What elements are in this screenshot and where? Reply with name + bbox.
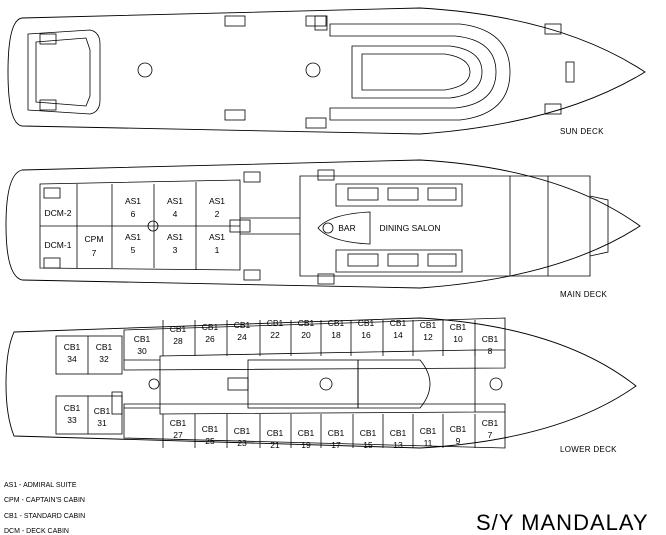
main-deck: DCM-2 DCM-1 CPM 7 AS16AS14AS12AS15AS13AS… bbox=[5, 159, 641, 299]
cabin-code: CB1 bbox=[420, 426, 437, 436]
cabin-code: CB1 bbox=[450, 322, 467, 332]
suite-code: AS1 bbox=[125, 232, 141, 242]
cabin-code: CB1 bbox=[482, 418, 499, 428]
sun-deck: SUN DECK bbox=[7, 7, 646, 136]
cabin-number: 33 bbox=[67, 415, 77, 425]
suite-number: 1 bbox=[215, 245, 220, 255]
cabin-number: 16 bbox=[361, 330, 371, 340]
cabin-code: CB1 bbox=[202, 322, 219, 332]
suite-code: AS1 bbox=[167, 196, 183, 206]
lower-bottom-cabin-row: CB1 27 CB1 25 CB1 23 CB1 21 CB1 19 CB1 17 CB1 15 CB1 13… bbox=[162, 414, 499, 450]
cabin-number: 25 bbox=[205, 436, 215, 446]
cabin-code: CB1 bbox=[170, 418, 187, 428]
cabin-number: 26 bbox=[205, 334, 215, 344]
cabin-number: 20 bbox=[301, 330, 311, 340]
suite-code: AS1 bbox=[209, 232, 225, 242]
legend-item: AS1 - ADMIRAL SUITE bbox=[4, 482, 77, 489]
sun-stairs bbox=[39, 15, 575, 129]
legend: AS1 - ADMIRAL SUITE CPM - CAPTAIN'S CABI… bbox=[4, 482, 85, 535]
room-dcm1: DCM-1 bbox=[45, 240, 72, 250]
lower-deck-label: LOWER DECK bbox=[560, 445, 617, 454]
cabin-number: 28 bbox=[173, 336, 183, 346]
suite-code: AS1 bbox=[167, 232, 183, 242]
cabin-number: 23 bbox=[237, 438, 247, 448]
suite-number: 3 bbox=[173, 245, 178, 255]
main-deck-hull bbox=[5, 159, 641, 289]
cabin-code: CB1 bbox=[64, 342, 81, 352]
cabin-code: CB1 bbox=[64, 403, 81, 413]
sun-deck-label: SUN DECK bbox=[560, 127, 604, 136]
sun-mast-aft bbox=[137, 62, 153, 78]
cabin-number: 7 bbox=[488, 430, 493, 440]
suite-code: AS1 bbox=[125, 196, 141, 206]
cabin-code: CB1 bbox=[94, 406, 111, 416]
room-bar: BAR bbox=[338, 223, 355, 233]
main-deck-label: MAIN DECK bbox=[560, 290, 608, 299]
cabin-number: 32 bbox=[99, 354, 109, 364]
lower-deck-hull bbox=[5, 317, 637, 449]
cabin-code: CB1 bbox=[390, 318, 407, 328]
cabin-number: 8 bbox=[488, 346, 493, 356]
cabin-number: 9 bbox=[456, 436, 461, 446]
room-cpm-no: 7 bbox=[92, 248, 97, 258]
legend-item: DCM - DECK CABIN bbox=[4, 528, 69, 535]
cabin-number: 15 bbox=[363, 440, 373, 450]
room-cpm: CPM bbox=[85, 234, 104, 244]
cabin-number: 31 bbox=[97, 418, 107, 428]
cabin-code: CB1 bbox=[328, 428, 345, 438]
cabin-number: 24 bbox=[237, 332, 247, 342]
cabin-code: CB1 bbox=[267, 428, 284, 438]
cabin-code: CB1 bbox=[96, 342, 113, 352]
cabin-code: CB1 bbox=[267, 318, 284, 328]
cabin-number: 34 bbox=[67, 354, 77, 364]
cabin-code: CB1 bbox=[134, 334, 151, 344]
cabin-code: CB1 bbox=[202, 424, 219, 434]
suite-number: 2 bbox=[215, 209, 220, 219]
cabin-code: CB1 bbox=[298, 428, 315, 438]
bar-counter bbox=[317, 211, 371, 245]
cabin-number: 19 bbox=[301, 440, 311, 450]
cabin-code: CB1 bbox=[234, 320, 251, 330]
cabin-number: 30 bbox=[137, 346, 147, 356]
vessel-title: S/Y MANDALAY bbox=[476, 510, 649, 535]
cabin-number: 11 bbox=[424, 438, 433, 448]
cabin-code: CB1 bbox=[390, 428, 407, 438]
room-dining-salon: DINING SALON bbox=[380, 223, 441, 233]
suite-code: AS1 bbox=[209, 196, 225, 206]
cabin-number: 21 bbox=[270, 440, 280, 450]
cabin-number: 10 bbox=[453, 334, 463, 344]
legend-item: CPM - CAPTAIN'S CABIN bbox=[4, 497, 85, 504]
cabin-code: CB1 bbox=[450, 424, 467, 434]
lower-stairs bbox=[111, 377, 249, 415]
main-stairs bbox=[43, 169, 335, 285]
cabin-code: CB1 bbox=[234, 426, 251, 436]
suite-number: 4 bbox=[173, 209, 178, 219]
suite-number: 5 bbox=[131, 245, 136, 255]
cabin-number: 27 bbox=[173, 430, 183, 440]
cabin-number: 12 bbox=[423, 332, 433, 342]
cabin-number: 18 bbox=[331, 330, 341, 340]
legend-item: CB1 - STANDARD CABIN bbox=[4, 513, 85, 520]
suite-number: 6 bbox=[131, 209, 136, 219]
cabin-number: 13 bbox=[393, 440, 403, 450]
room-dcm2: DCM-2 bbox=[45, 208, 72, 218]
cabin-code: CB1 bbox=[298, 318, 315, 328]
sun-mast-main bbox=[305, 62, 321, 78]
cabin-number: 14 bbox=[393, 330, 403, 340]
cabin-code: CB1 bbox=[420, 320, 437, 330]
cabin-number: 17 bbox=[331, 440, 341, 450]
sun-deck-hull bbox=[7, 7, 646, 135]
cabin-code: CB1 bbox=[328, 318, 345, 328]
cabin-number: 22 bbox=[270, 330, 280, 340]
cabin-code: CB1 bbox=[170, 324, 187, 334]
cabin-code: CB1 bbox=[360, 428, 377, 438]
cabin-code: CB1 bbox=[358, 318, 375, 328]
lower-deck: CB130CB128CB126CB124CB122CB120CB118CB116… bbox=[5, 317, 637, 454]
cabin-code: CB1 bbox=[482, 334, 499, 344]
lower-top-cabin-row: CB1 30 CB1 28 CB1 26 CB1 24 CB1 22 CB1 20 CB1 18 CB1 16… bbox=[134, 318, 499, 356]
